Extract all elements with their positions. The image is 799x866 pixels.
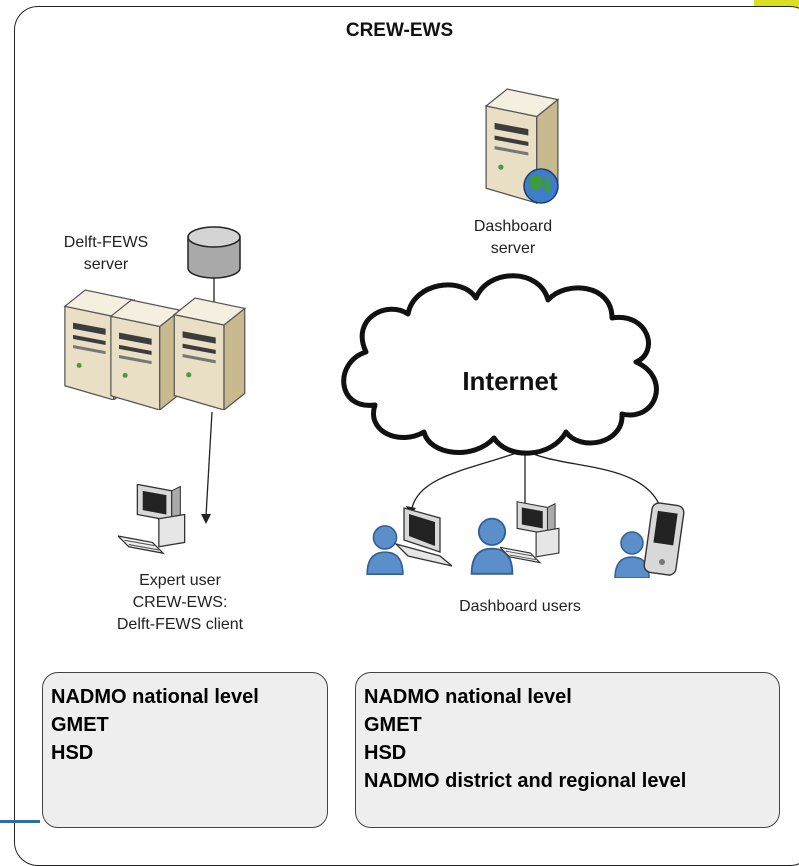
expert-user-label: Expert user CREW-EWS: Delft-FEWS client [116, 572, 244, 633]
box-item: NADMO district and regional level [364, 770, 687, 792]
dashboard-users-label: Dashboard users [459, 598, 581, 615]
fews-server-label: Delft-FEWS server [63, 234, 149, 273]
database-icon [187, 226, 241, 279]
dashboard-server-label: Dashboard server [473, 218, 553, 257]
box-item: NADMO national level [364, 686, 572, 708]
right-stakeholder-box: NADMO national level GMET HSD NADMO dist… [355, 672, 780, 828]
cloud-icon [341, 273, 659, 456]
globe-icon [523, 168, 559, 204]
desktop-computer-icon [118, 484, 186, 554]
diagram-title: CREW-EWS [345, 20, 454, 41]
internet-label: Internet [462, 366, 558, 396]
edge-accent-line [0, 820, 40, 823]
box-item: HSD [51, 742, 94, 764]
user-icon [614, 531, 650, 578]
user-icon [470, 517, 514, 575]
fews-server-cluster-icon [64, 289, 246, 410]
box-item: NADMO national level [51, 686, 259, 708]
box-item: GMET [364, 714, 422, 736]
user-icon [366, 525, 404, 576]
laptop-icon [393, 507, 453, 567]
connector-lines [205, 278, 661, 517]
corner-accent-tab [754, 0, 799, 10]
box-item: GMET [51, 714, 109, 736]
box-item: HSD [364, 742, 407, 764]
desktop-computer-icon [500, 501, 560, 564]
left-stakeholder-box: NADMO national level GMET HSD [42, 672, 328, 828]
pda-icon [643, 502, 685, 576]
